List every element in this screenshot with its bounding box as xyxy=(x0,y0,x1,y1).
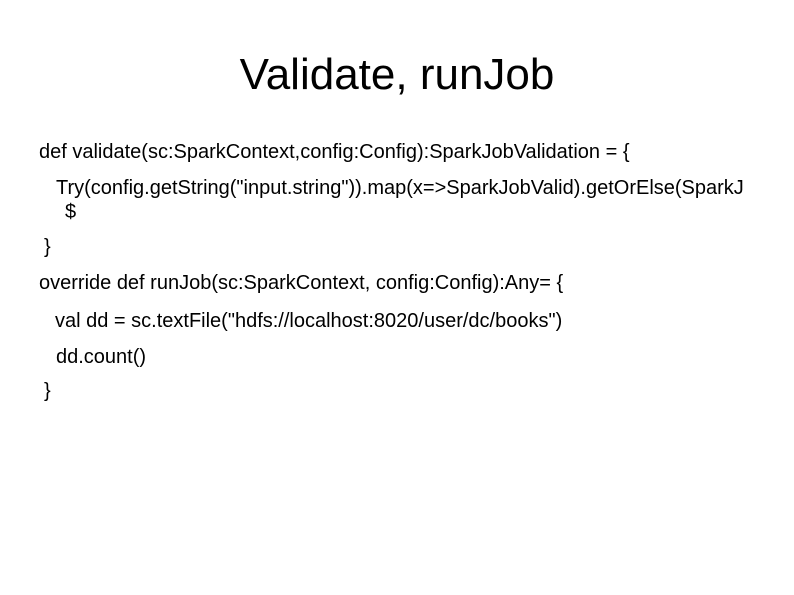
code-line: Try(config.getString("input.string")).ma… xyxy=(56,177,744,199)
code-line: dd.count() xyxy=(56,346,147,368)
code-line: val dd = sc.textFile("hdfs://localhost:8… xyxy=(55,310,563,332)
code-line: override def runJob(sc:SparkContext, con… xyxy=(39,272,564,294)
code-line: } xyxy=(44,236,51,258)
slide-title: Validate, runJob xyxy=(239,50,555,99)
code-line: def validate(sc:SparkContext,config:Conf… xyxy=(39,141,630,163)
code-line: } xyxy=(44,380,51,402)
code-line-wrap-continuation: $ xyxy=(65,201,77,223)
